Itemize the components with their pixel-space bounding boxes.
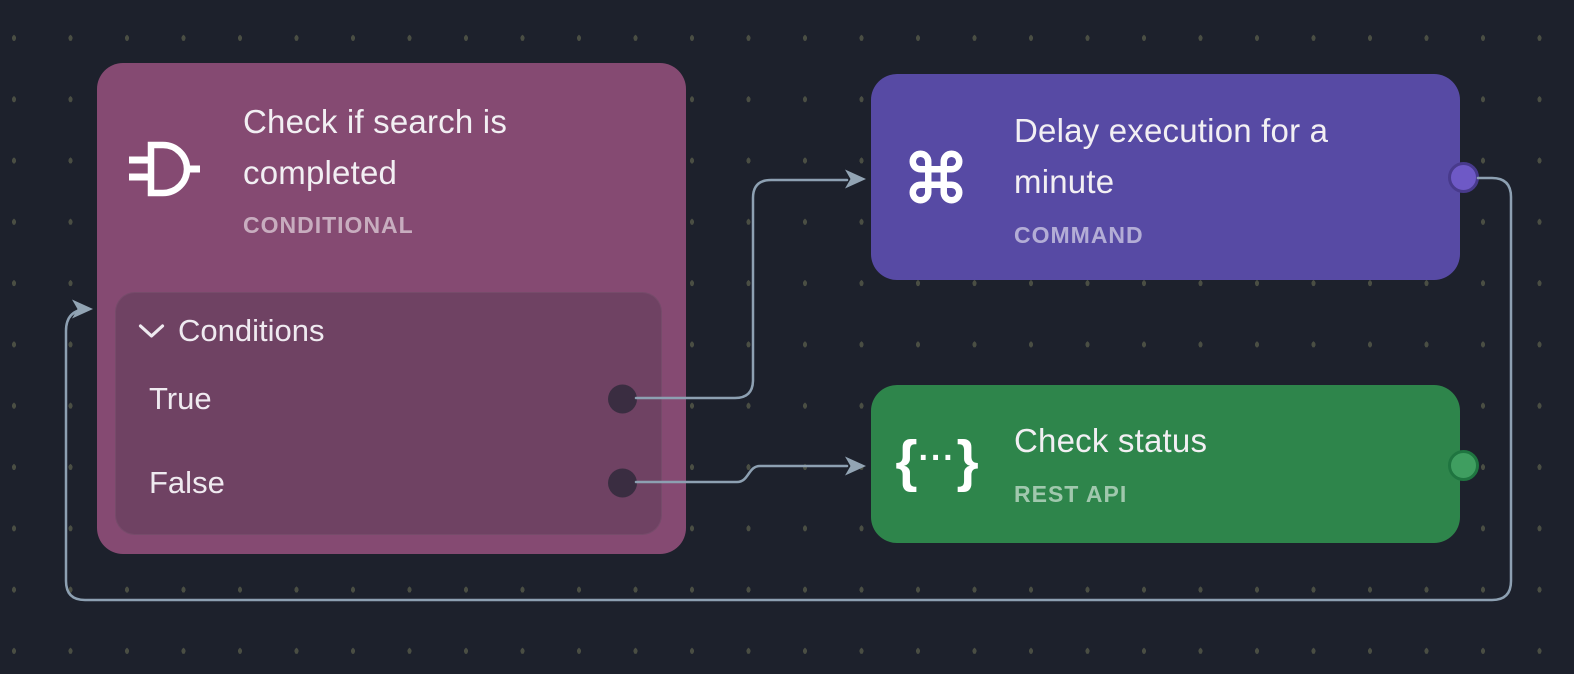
edge-delay-loopback-to-conditional[interactable] (64, 176, 1513, 602)
node-title: Delay execution for a minute (1014, 112, 1329, 200)
arrowhead-to-delay (845, 169, 866, 189)
output-row-false: False (116, 463, 661, 503)
node-type-label: COMMAND (1014, 222, 1144, 248)
edge-false-to-rest-api[interactable] (634, 464, 849, 484)
chevron-down-icon (138, 323, 165, 340)
output-port-false[interactable] (608, 468, 637, 498)
logic-gate-icon (125, 141, 203, 203)
braces-icon: {···} (895, 428, 979, 493)
output-label-false: False (149, 465, 225, 500)
node-title: Check status (1014, 422, 1208, 459)
node-type-label: CONDITIONAL (243, 212, 414, 238)
command-icon (905, 146, 967, 208)
output-port-delay[interactable] (1448, 162, 1479, 193)
node-title: Check if search is completed (243, 103, 508, 191)
node-conditional[interactable]: Check if search is completed CONDITIONAL… (97, 63, 686, 554)
output-port-rest-api[interactable] (1448, 450, 1479, 481)
node-rest-api[interactable]: {···} Check status REST API (871, 385, 1479, 543)
node-type-label: REST API (1014, 481, 1128, 507)
output-port-true[interactable] (608, 384, 637, 414)
output-row-true: True (116, 379, 661, 419)
node-command-delay[interactable]: Delay execution for a minute COMMAND (871, 74, 1479, 280)
conditions-label: Conditions (178, 313, 325, 348)
conditions-collapse-toggle[interactable]: Conditions (138, 311, 324, 351)
output-label-true: True (149, 381, 212, 416)
edge-true-to-delay[interactable] (634, 178, 849, 400)
conditions-panel: Conditions True False (115, 292, 662, 535)
